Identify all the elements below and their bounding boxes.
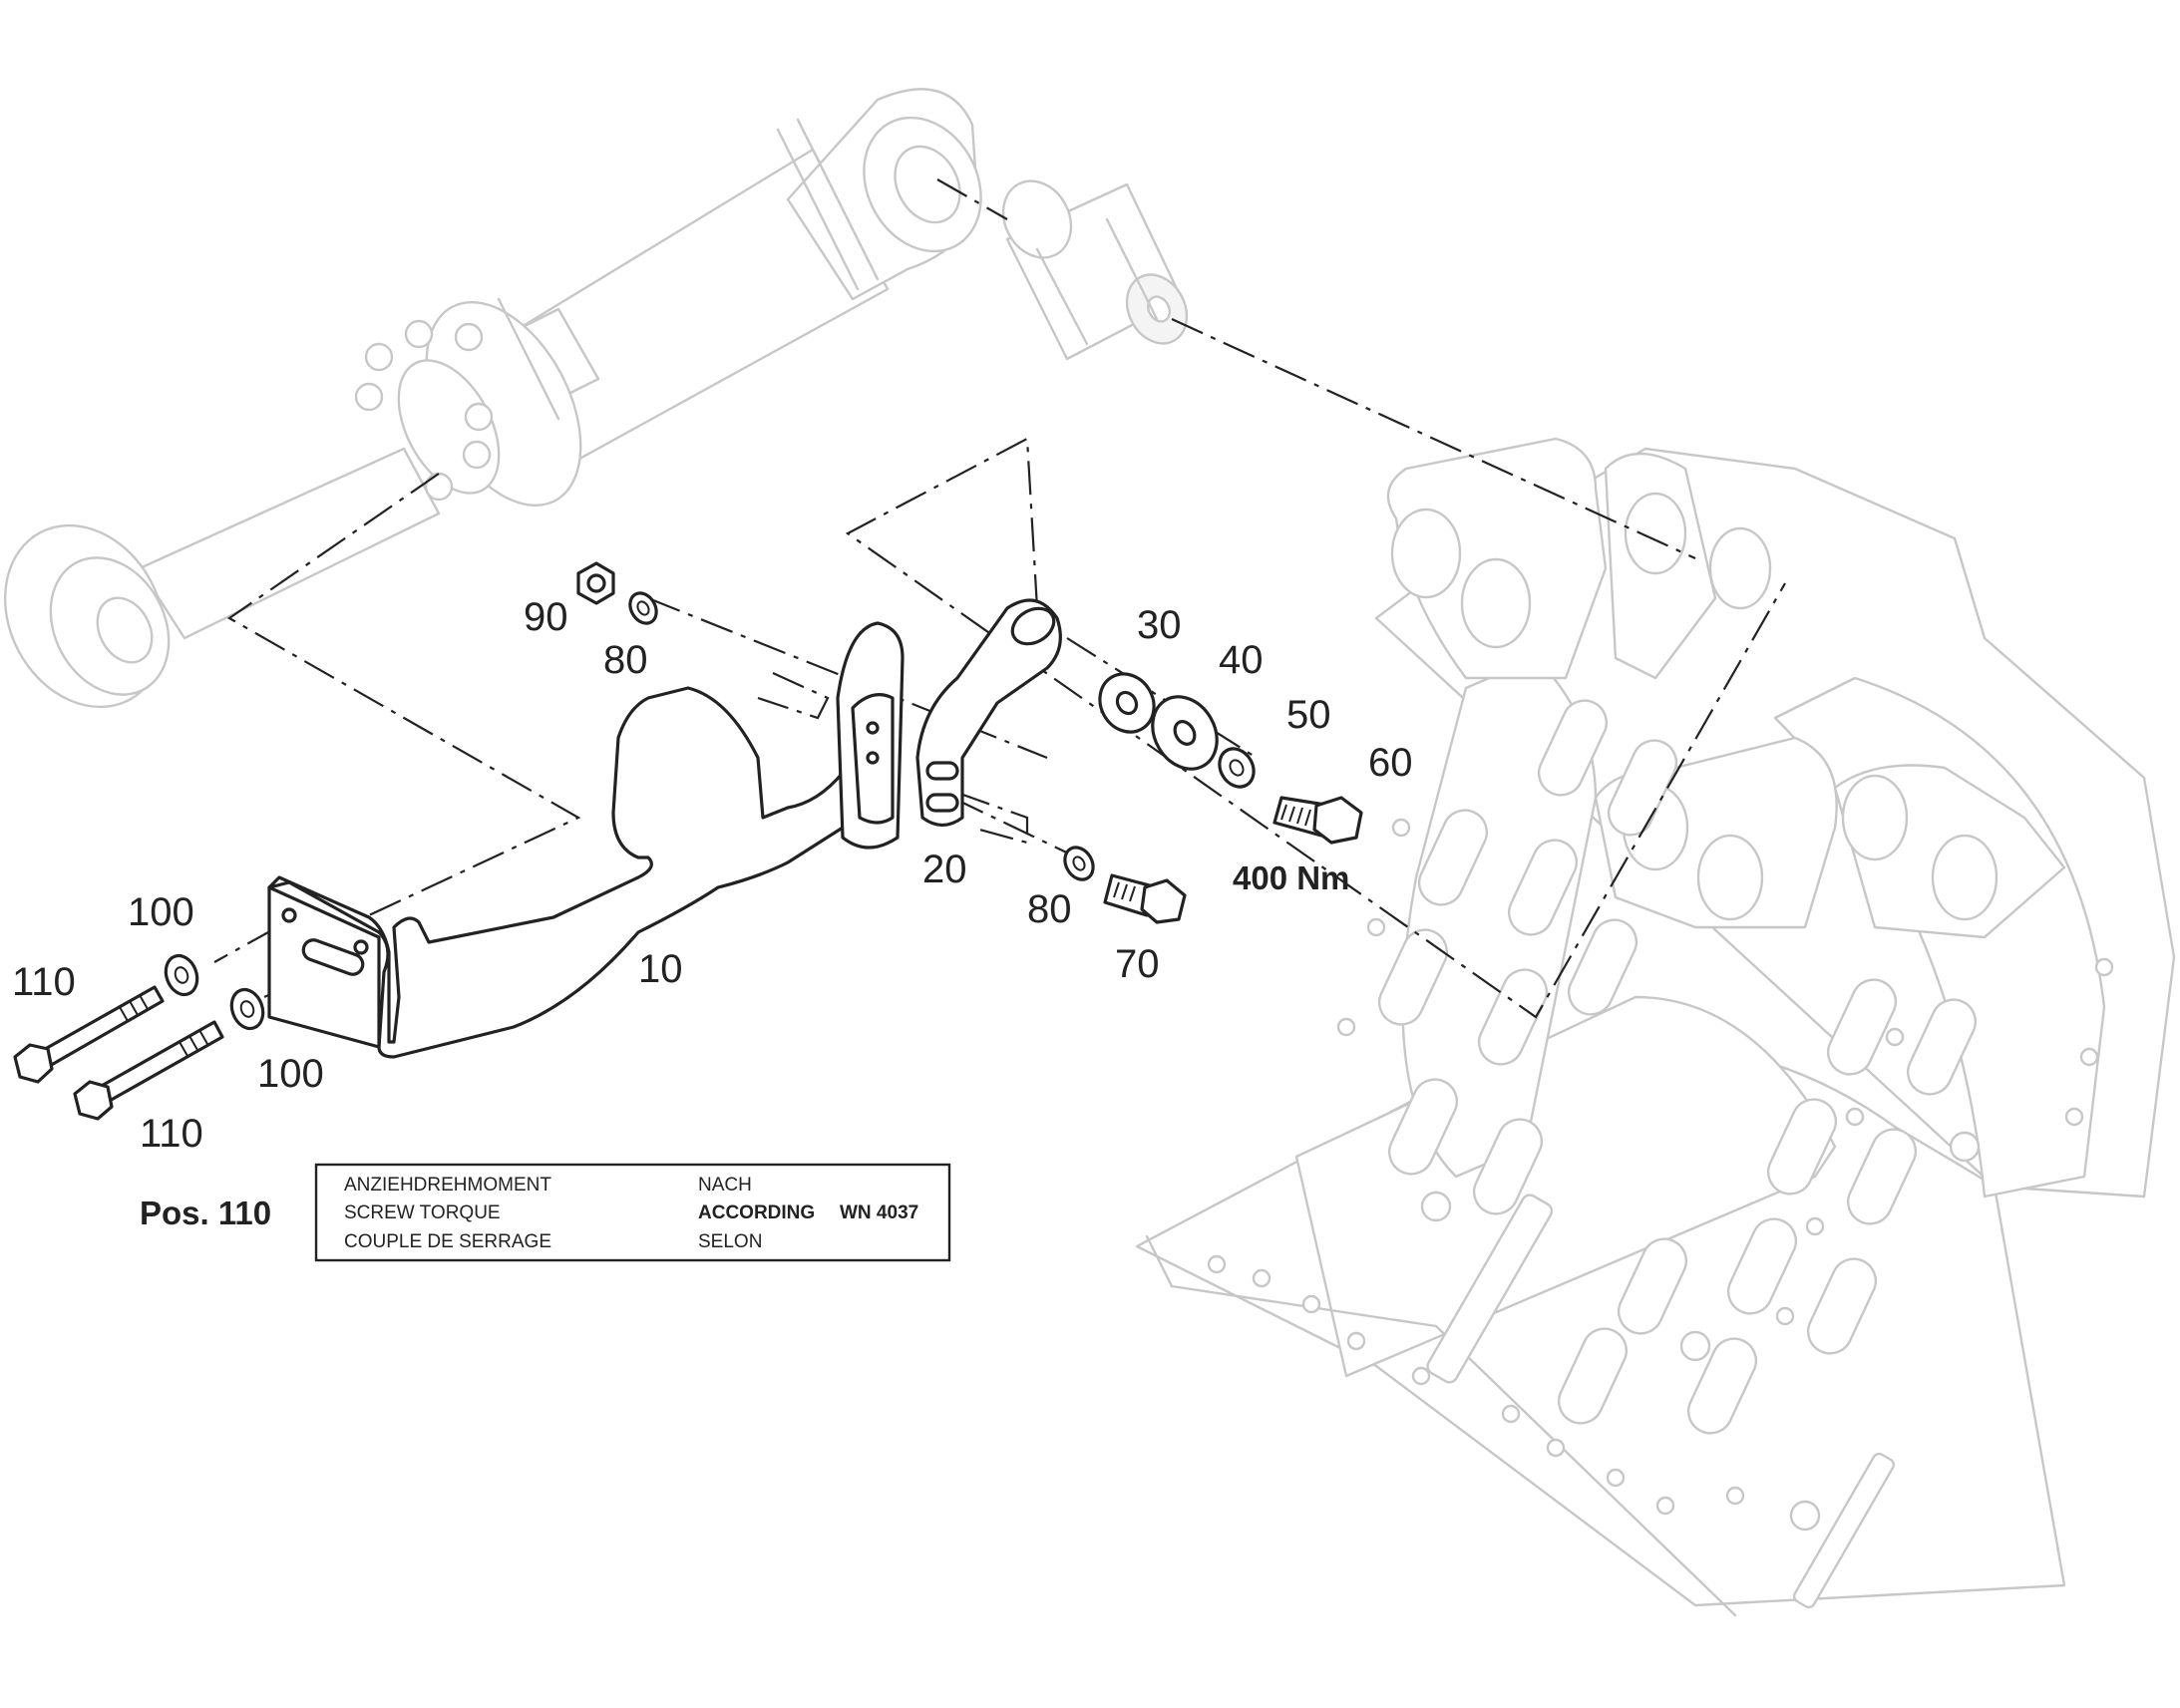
- hydraulic-cylinder: [3, 88, 982, 709]
- callout-90: 90: [524, 595, 568, 639]
- washer-part-100-top: [164, 953, 199, 997]
- washer-part-100-bottom: [229, 987, 265, 1031]
- callout-20: 20: [922, 848, 967, 891]
- callout-80a: 80: [603, 638, 648, 682]
- callout-30: 30: [1137, 603, 1182, 647]
- torque-row-3-left: COUPLE DE SERRAGE: [344, 1231, 551, 1252]
- torque-row-1-right: NACH: [698, 1175, 752, 1196]
- link-plate-part-20: [915, 598, 1062, 828]
- bucket-ghost: [1135, 437, 2176, 1617]
- washer-part-80-top: [628, 591, 658, 625]
- callout-100b: 100: [257, 1052, 324, 1096]
- washer-part-50: [1218, 747, 1256, 789]
- bracket-part-10: [267, 621, 905, 1059]
- callout-70: 70: [1115, 942, 1160, 986]
- callout-50: 50: [1286, 693, 1331, 737]
- nut-part-90: [576, 561, 615, 605]
- callout-110b: 110: [140, 1112, 203, 1156]
- fasteners: [13, 561, 1363, 1121]
- callout-60: 60: [1368, 741, 1413, 785]
- torque-note-title: Pos. 110: [140, 1195, 271, 1231]
- torque-row-1-left: ANZIEHDREHMOMENT: [344, 1175, 551, 1196]
- callout-40: 40: [1219, 638, 1264, 682]
- washer-part-80-bottom: [1063, 846, 1095, 881]
- torque-note-table: [314, 1163, 951, 1262]
- callout-80b: 80: [1027, 887, 1072, 931]
- torque-row-2-left: SCREW TORQUE: [344, 1202, 501, 1223]
- torque-note: Pos. 110 ANZIEHDREHMOMENT NACH SCREW TOR…: [140, 1163, 951, 1262]
- washer-part-40: [1151, 695, 1219, 771]
- callout-100a: 100: [128, 890, 194, 934]
- pivot-pin: [1001, 179, 1189, 361]
- bolt-part-110-top: [13, 985, 165, 1084]
- washer-part-30: [1098, 672, 1156, 734]
- position-callouts: 10 20 30 40 50 60 70 80 80 90 100 100 11…: [12, 595, 1413, 1156]
- bolt-part-70: [1103, 873, 1187, 924]
- callout-110a: 110: [12, 960, 76, 1004]
- torque-row-3-right: SELON: [698, 1231, 762, 1252]
- torque-row-2-extra: WN 4037: [840, 1202, 918, 1223]
- torque-value-label: 400 Nm: [1233, 859, 1349, 896]
- bolt-part-110-bottom: [73, 1020, 224, 1121]
- bolt-part-60: [1272, 796, 1363, 845]
- torque-row-2-right: ACCORDING: [698, 1202, 815, 1223]
- callout-10: 10: [638, 947, 683, 991]
